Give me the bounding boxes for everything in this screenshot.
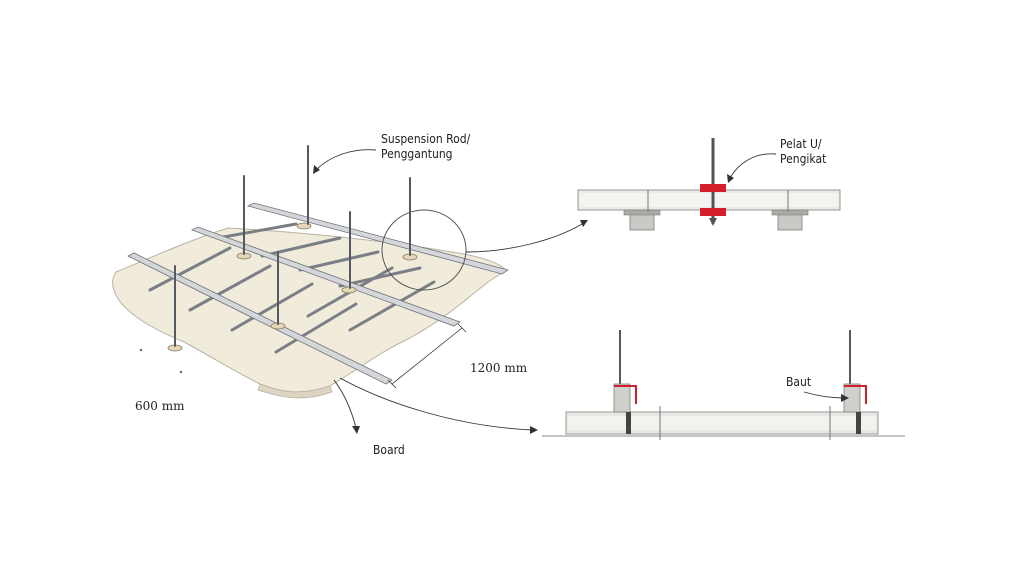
suspension-rod-label-line1: Suspension Rod/	[381, 132, 471, 146]
hanger-brackets	[167, 222, 418, 352]
bolt-bracket	[844, 385, 867, 404]
suspension-rod-leader	[315, 149, 377, 171]
plate-arrowhead	[727, 174, 734, 183]
dimension-600-label: 600 mm	[135, 399, 185, 413]
ceiling-board	[112, 227, 507, 393]
plate-label-line1: Pelat U/	[780, 137, 822, 151]
board-leader	[333, 379, 357, 429]
suspension-rods	[174, 145, 411, 347]
detail-connector-top	[465, 223, 583, 253]
suspension-rod-arrowhead	[313, 165, 320, 174]
bolt	[856, 412, 861, 434]
suspension-rod-label-line2: Penggantung	[381, 147, 453, 161]
u-plate	[700, 184, 726, 192]
bolt-arrowhead	[841, 394, 849, 402]
dimension-1200	[387, 323, 467, 389]
detail-connector-top-arrowhead	[580, 220, 588, 227]
plate-label-line2: Pengikat	[780, 152, 826, 166]
board-arrowhead	[352, 426, 360, 434]
board-label: Board	[373, 443, 405, 457]
detail-top-section	[577, 138, 841, 231]
ceiling-board-edge	[257, 383, 333, 399]
dimension-1200-label: 1200 mm	[470, 361, 528, 375]
main-runners	[127, 202, 509, 385]
plate-leader	[729, 153, 777, 179]
bolt-label: Baut	[786, 375, 811, 389]
detail-connector-bottom-arrowhead	[530, 426, 538, 434]
dimension-600-marks	[139, 348, 183, 374]
detail-callout-circle	[381, 209, 467, 291]
ceiling-grid-3d	[112, 145, 509, 399]
bolt-leader	[803, 391, 845, 399]
detail-connector-bottom	[339, 377, 533, 431]
detail-bottom-section	[542, 330, 905, 440]
